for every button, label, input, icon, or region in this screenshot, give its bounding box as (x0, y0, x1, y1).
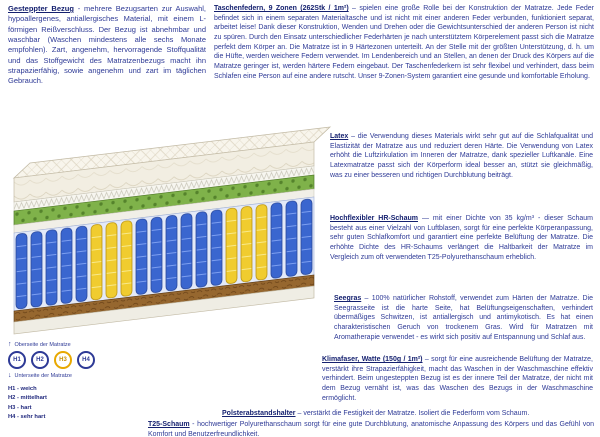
section-title: Klimafaser, Watte (150g / 1m²) (322, 356, 423, 363)
section-body: – 100% natürlicher Rohstoff, verwendet z… (334, 295, 593, 341)
section-seegras: Seegras – 100% natürlicher Rohstoff, ver… (334, 294, 593, 342)
section-body: - hochwertiger Polyurethanschaum sorgt f… (148, 421, 594, 437)
section-title: T25-Schaum (148, 421, 190, 428)
top-side-text: Oberseite der Matratze (14, 341, 71, 348)
section-latex: Latex – die Verwendung dieses Materials … (330, 132, 593, 180)
hardness-zone-circles: H1 H2 H3 H4 (8, 351, 95, 369)
section-taschenfedern: Taschenfedern, 9 Zonen (262Stk / 1m²) – … (214, 4, 594, 81)
layer-bottom-cover (13, 285, 315, 335)
zone-circle-h4: H4 (77, 351, 95, 369)
hardness-list: H1 - weich H2 - mittelhart H3 - hart H4 … (8, 385, 95, 422)
zone-circle-h3: H3 (54, 351, 72, 369)
section-body: – spielen eine große Rolle bei der Konst… (214, 5, 594, 80)
section-klimafaser: Klimafaser, Watte (150g / 1m²) – sorgt f… (322, 355, 593, 403)
section-body: — mit einer Dichte von 35 kg/m³ - dieser… (330, 215, 593, 261)
bottom-side-text: Unterseite der Matratze (14, 372, 72, 379)
hardness-item: H4 - sehr hart (8, 413, 46, 420)
layer-springs-yellow-zone-1 (89, 218, 134, 302)
section-title: Seegras (334, 295, 362, 302)
section-title: Gesteppter Bezug (8, 4, 74, 13)
mattress-top-side-label: ↑ Oberseite der Matratze (8, 341, 95, 348)
section-title: Latex (330, 133, 349, 140)
zone-circle-h2: H2 (31, 351, 49, 369)
section-t25-schaum: T25-Schaum - hochwertiger Polyurethansch… (148, 420, 594, 437)
section-title: Hochflexibler HR-Schaum (330, 215, 418, 222)
section-title: Polsterabstandshalter (222, 410, 296, 417)
zone-circle-h1: H1 (8, 351, 26, 369)
hardness-item: H1 - weich (8, 386, 37, 392)
section-hr-schaum: Hochflexibler HR-Schaum — mit einer Dich… (330, 214, 593, 262)
section-body: – die Verwendung dieses Materials wirkt … (330, 133, 593, 179)
layer-springs-yellow-zone-2 (224, 202, 269, 286)
up-arrow-icon: ↑ (8, 341, 12, 348)
section-polsterabstandshalter: Polsterabstandshalter – verstärkt die Fe… (222, 409, 594, 419)
hardness-legend: ↑ Oberseite der Matratze H1 H2 H3 H4 ↓ U… (8, 341, 95, 422)
section-body: - mehrere Bezugsarten zur Auswahl, hypoa… (8, 4, 206, 86)
mattress-illustration (2, 120, 336, 340)
mattress-bottom-side-label: ↓ Unterseite der Matratze (8, 372, 95, 379)
hardness-item: H3 - hart (8, 404, 32, 411)
section-body: – sorgt für eine ausreichende Belüftung … (322, 356, 593, 402)
hardness-item: H2 - mittelhart (8, 395, 47, 402)
section-body: – verstärkt die Festigkeit der Matratze.… (295, 410, 530, 417)
section-gesteppter-bezug: Gesteppter Bezug - mehrere Bezugsarten z… (8, 4, 206, 87)
section-title: Taschenfedern, 9 Zonen (262Stk / 1m²) (214, 5, 349, 12)
down-arrow-icon: ↓ (8, 372, 12, 379)
